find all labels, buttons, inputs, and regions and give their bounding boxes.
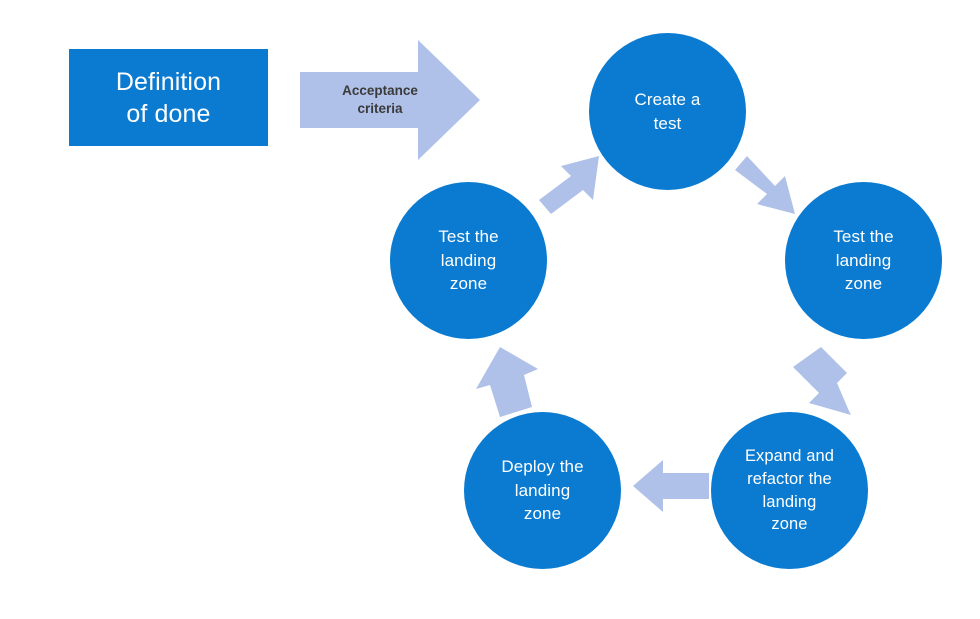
connector-top-to-right (727, 152, 803, 224)
block-arrow-icon (300, 40, 480, 160)
node-expand-refactor[interactable]: Expand and refactor the landing zone (711, 412, 868, 569)
node-create-test-label: Create a test (634, 90, 701, 133)
arrow-left-icon (633, 460, 709, 512)
arrow-down-left-icon (793, 347, 851, 415)
node-expand-refactor-label: Expand and refactor the landing zone (744, 446, 835, 534)
arrow-down-right-icon (735, 156, 795, 214)
node-test-landing-zone-left[interactable]: Test the landing zone (390, 182, 547, 339)
acceptance-criteria-arrow[interactable]: Acceptance criteria (300, 38, 480, 162)
node-test-landing-zone-right-label: Test the landing zone (833, 227, 894, 294)
connector-left-to-top (531, 152, 607, 224)
definition-of-done-box[interactable]: Definition of done (69, 49, 268, 146)
node-deploy-landing-zone-label: Deploy the landing zone (501, 457, 584, 524)
node-test-landing-zone-right[interactable]: Test the landing zone (785, 182, 942, 339)
arrow-up-icon (476, 347, 538, 417)
definition-of-done-label: Definition of done (115, 67, 222, 128)
connector-bottom-right-to-bottom-left (633, 458, 709, 514)
arrow-up-right-icon (539, 156, 599, 214)
node-test-landing-zone-left-label: Test the landing zone (438, 227, 499, 294)
connector-bottom-left-to-left (470, 345, 542, 421)
node-create-test[interactable]: Create a test (589, 33, 746, 190)
connector-right-to-bottom-right (787, 345, 859, 421)
node-deploy-landing-zone[interactable]: Deploy the landing zone (464, 412, 621, 569)
acceptance-criteria-label: Acceptance criteria (342, 83, 418, 116)
